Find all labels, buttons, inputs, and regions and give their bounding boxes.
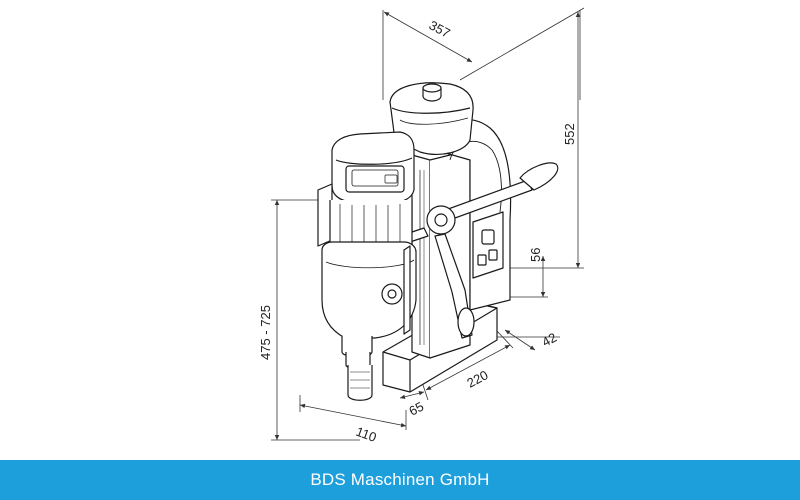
dimension-base-length: 220 xyxy=(464,367,490,390)
dimension-base-side: 42 xyxy=(539,330,559,350)
dimension-front-width: 110 xyxy=(354,424,379,445)
footer-bar: BDS Maschinen GmbH xyxy=(0,460,800,500)
dimension-stroke-range: 475 - 725 xyxy=(258,305,273,360)
dimension-lines xyxy=(271,7,585,441)
dimension-offset: 65 xyxy=(406,399,426,419)
company-name: BDS Maschinen GmbH xyxy=(310,470,490,489)
technical-drawing: 357 552 56 475 - 725 42 220 65 110 xyxy=(258,7,585,445)
drill-unit xyxy=(317,131,417,401)
control-panel xyxy=(472,211,504,279)
magnetic-drill-machine xyxy=(317,82,559,401)
rear-motor xyxy=(389,82,474,155)
dimension-width-top: 357 xyxy=(427,17,453,40)
feed-handle xyxy=(399,162,559,339)
dimension-base-height: 56 xyxy=(528,248,543,262)
dimension-height-total: 552 xyxy=(562,123,577,145)
